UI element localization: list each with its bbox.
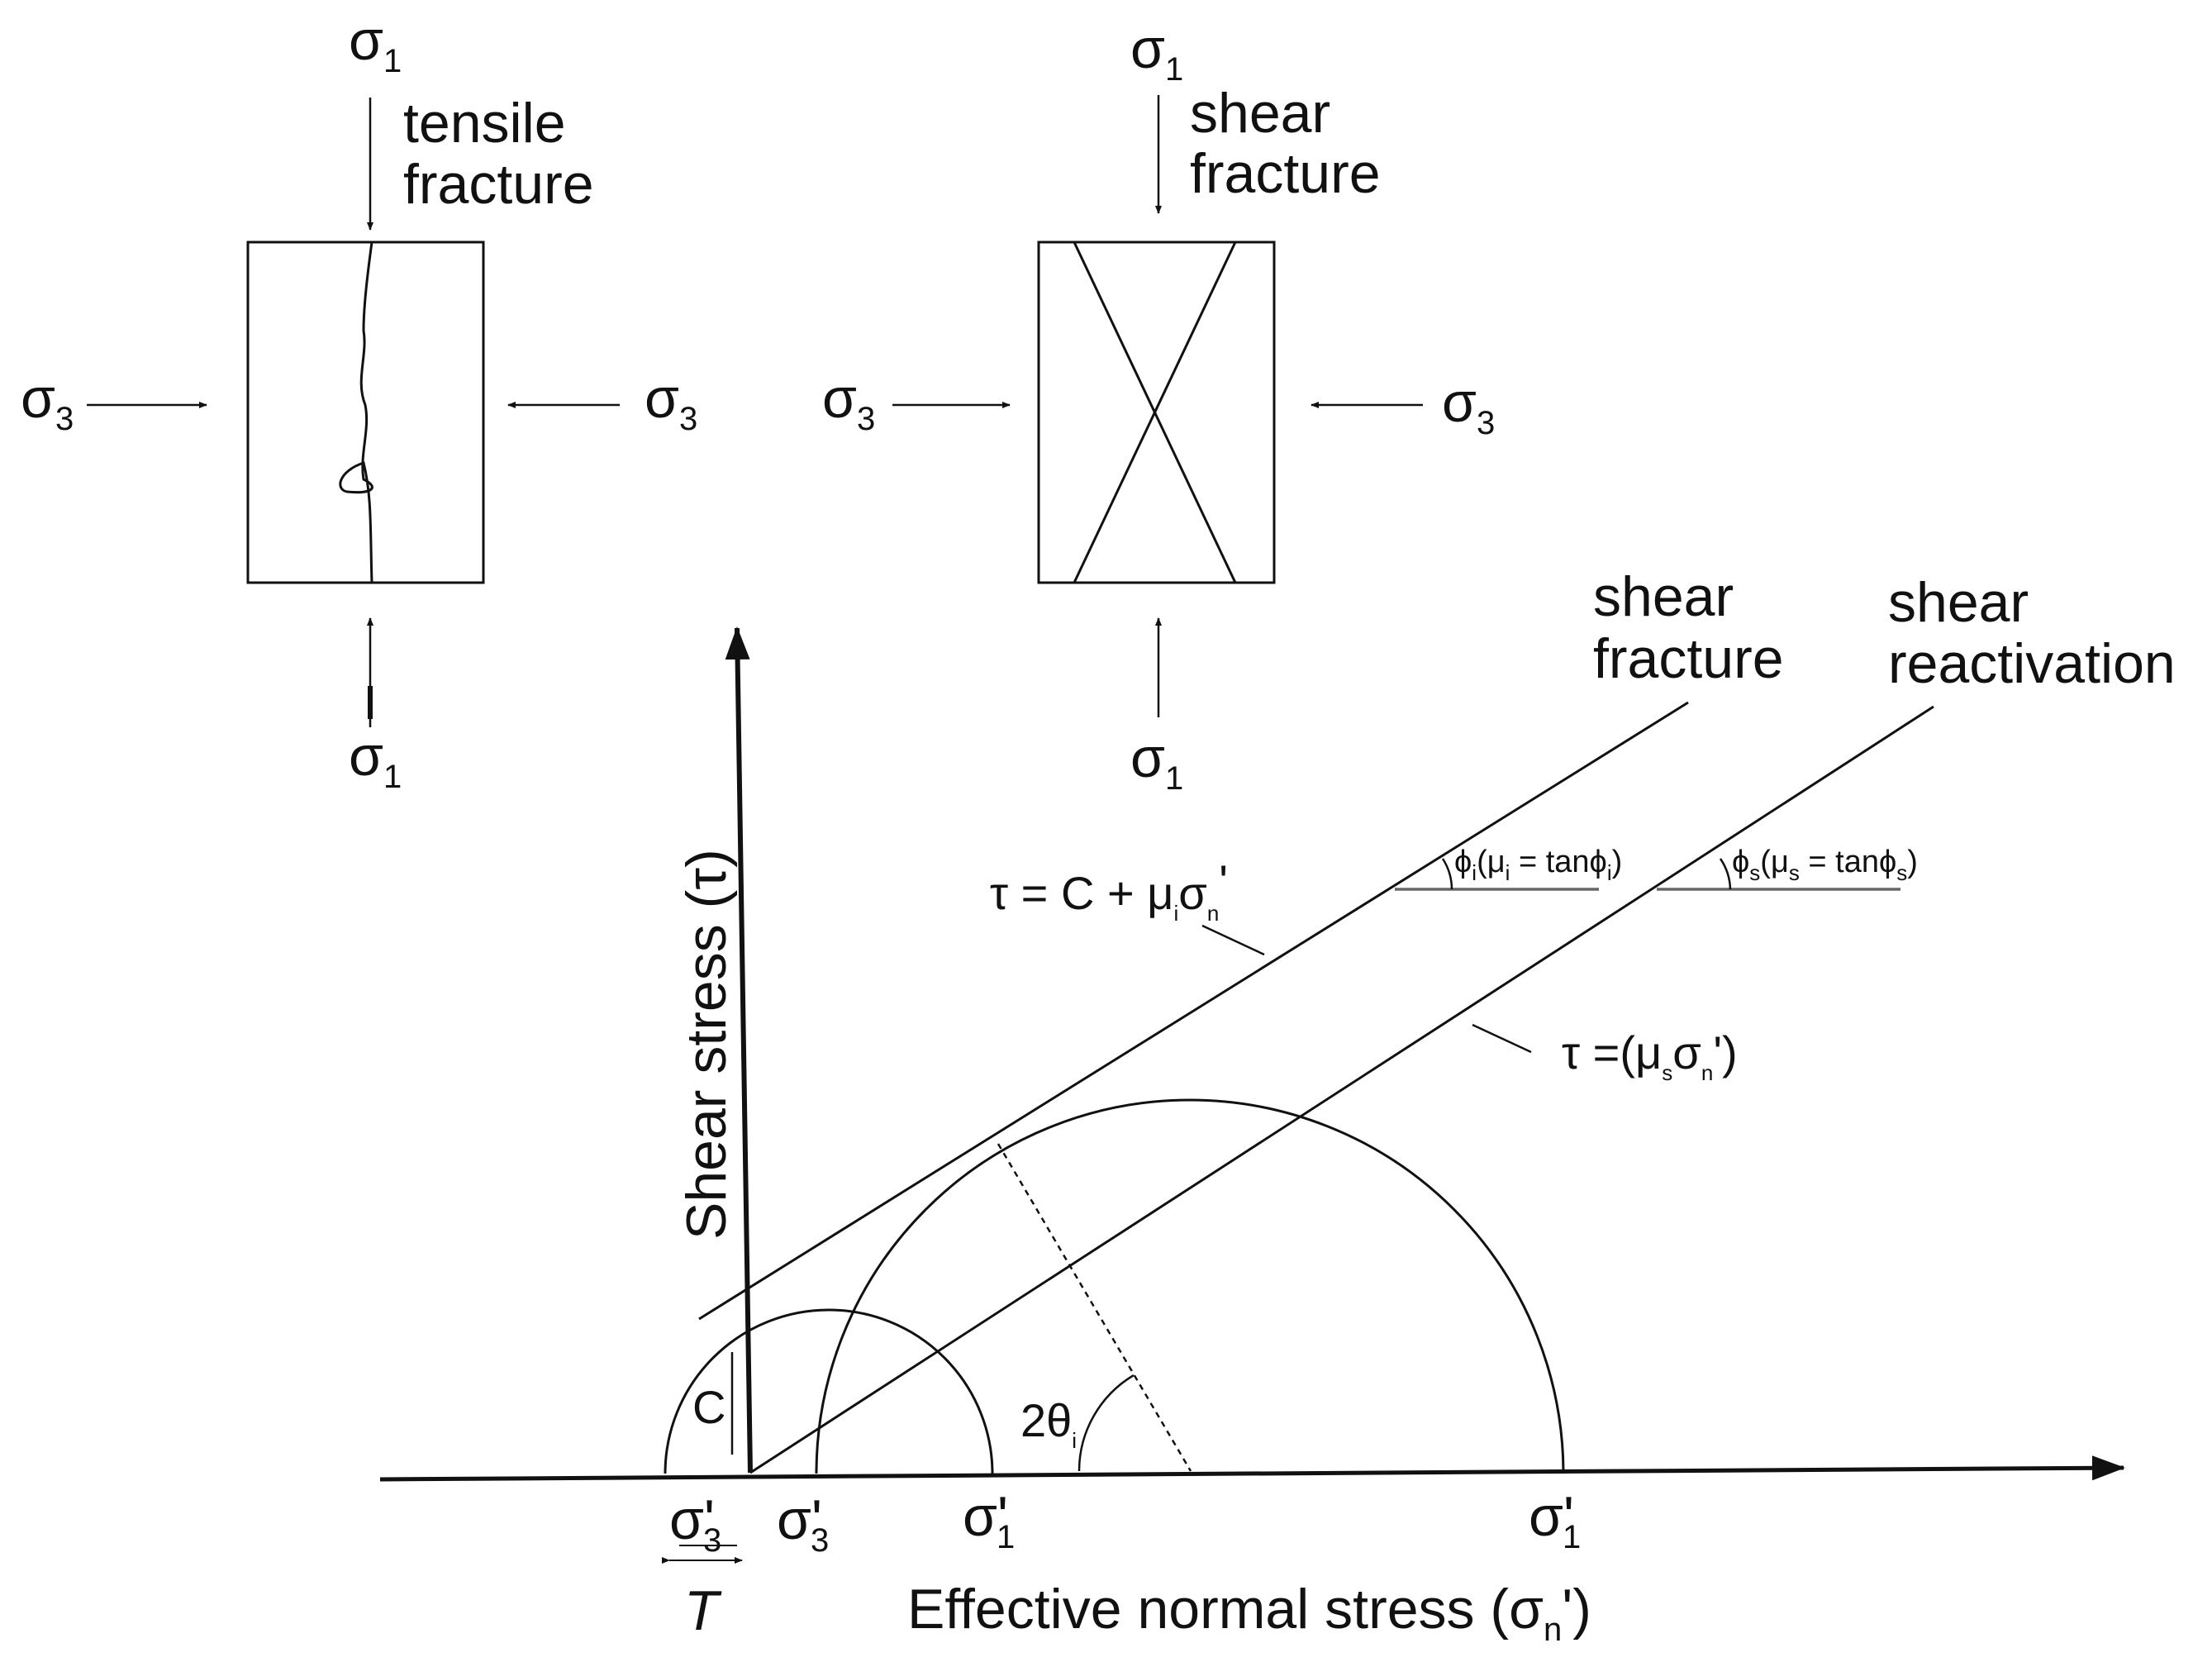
fracture-equation: τ = C + μiσn'	[990, 855, 1228, 926]
sigma1-prime-tick-large: σ'1	[1529, 1485, 1581, 1555]
two-theta-arc	[1077, 1374, 1135, 1472]
shear-sigma1-top-label: σ1	[1130, 17, 1183, 88]
phi-s-arc	[1719, 858, 1732, 890]
tensile-sigma1-bottom-label: σ1	[349, 725, 402, 795]
sigma3-prime-tick: σ'3	[777, 1488, 829, 1559]
y-axis-label: Shear stress (τ)	[675, 849, 738, 1240]
shear-fracture-panel: σ1 σ1 σ3 σ3 shear fracture	[822, 17, 1495, 797]
reactivation-equation: τ =(μsσn')	[1562, 1026, 1738, 1085]
shear-label-line1: shear	[1190, 82, 1330, 145]
sigma3-prime-tick-tensile: σ'3	[669, 1488, 721, 1559]
reactivation-eq-leader	[1472, 1023, 1532, 1054]
shear-sigma1-bottom-label: σ1	[1130, 726, 1183, 797]
fracture-eq-leader	[1201, 924, 1265, 956]
shear-label-line2: fracture	[1190, 142, 1381, 205]
cohesion-label: C	[692, 1381, 725, 1433]
shear-sigma3-right-label: σ3	[1442, 371, 1495, 441]
tensile-sigma1-top-label: σ1	[349, 9, 402, 79]
shear-specimen-block	[1037, 240, 1276, 584]
fracture-envelope-label-line2: fracture	[1593, 627, 1784, 690]
tensile-label-line1: tensile	[403, 92, 566, 155]
sigma1-prime-tick-small: σ'1	[963, 1485, 1015, 1555]
x-axis	[379, 1455, 2125, 1482]
tensile-specimen-block	[246, 240, 485, 584]
reactivation-envelope-label-line2: reactivation	[1888, 632, 2176, 695]
reactivation-envelope-label-line1: shear	[1888, 571, 2029, 634]
phi-i-arc	[1441, 858, 1453, 890]
mohr-circle-large	[815, 1098, 1565, 1474]
phi-i-label: ϕi(μi = tanϕi)	[1454, 845, 1622, 885]
shear-fracture-line-b	[1073, 241, 1237, 583]
shear-fracture-envelope	[698, 701, 1689, 1321]
x-axis-label: Effective normal stress (σn')	[907, 1578, 1591, 1648]
mohr-diagram: Shear stress (τ) Effective normal stress…	[379, 565, 2176, 1648]
fracture-envelope-label-line1: shear	[1593, 565, 1734, 628]
shear-reactivation-envelope	[749, 705, 1934, 1474]
two-theta-label: 2θi	[1020, 1394, 1077, 1453]
tensile-fracture-panel: σ1 σ1 σ3 σ3 tensile fracture	[21, 9, 697, 795]
mohr-circle-tensile	[664, 1308, 994, 1474]
tensile-sigma3-right-label: σ3	[645, 367, 697, 437]
tensile-strength-label: T	[684, 1579, 722, 1642]
tensile-label-line2: fracture	[403, 153, 594, 216]
shear-sigma3-left-label: σ3	[822, 367, 875, 437]
y-axis	[725, 626, 753, 1474]
tensile-fracture-trace	[339, 241, 373, 583]
tensile-sigma3-left-label: σ3	[21, 367, 74, 437]
circle-radius-dashed	[997, 1143, 1192, 1472]
phi-s-label: ϕs(μs = tanϕs)	[1732, 845, 1918, 885]
